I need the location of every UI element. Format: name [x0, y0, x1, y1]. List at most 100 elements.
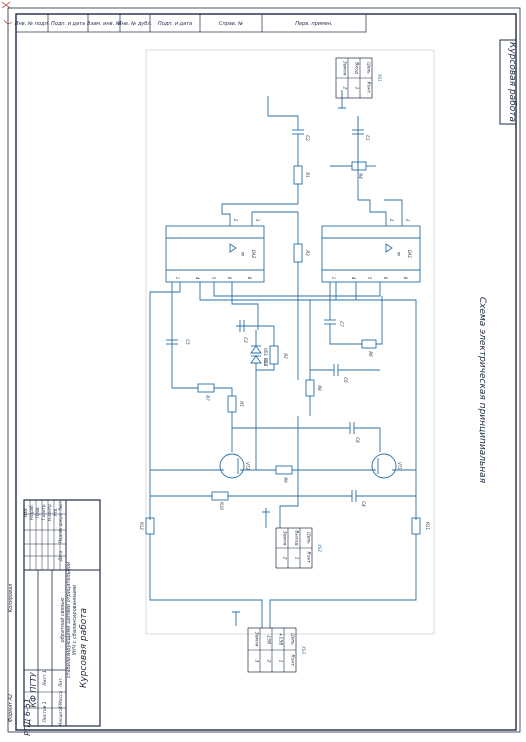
component-label: C5	[185, 339, 190, 345]
connector-cell: 3	[254, 660, 260, 663]
component-label: C7	[339, 321, 344, 327]
top-strip-cell: Подп. и дата	[158, 21, 192, 27]
connector-ref: XS2	[317, 543, 322, 552]
connector-cell: Цепь	[366, 62, 372, 74]
transistor-VT2-body	[219, 453, 245, 479]
opamp-triangle-icon	[385, 243, 393, 253]
format-label: Формат А2	[8, 694, 14, 722]
connector-cell: Конт.	[366, 82, 372, 95]
connector-cell: 1	[294, 557, 300, 560]
component-label: 8	[247, 277, 252, 280]
component-label: 5	[367, 277, 372, 280]
component-label: VD2	[263, 358, 268, 367]
component-label: 6	[227, 277, 232, 280]
component-label: DA1	[407, 250, 412, 258]
title-block-role: Утв.	[53, 508, 58, 516]
wire	[256, 364, 275, 371]
component-label: DA2	[251, 250, 256, 259]
title-block-role: Т.контр.	[41, 503, 46, 520]
subtitle-line: УНЧ с сбалансированными	[72, 584, 78, 655]
wire	[354, 427, 381, 452]
resistor-body	[227, 395, 237, 413]
title-block	[23, 499, 101, 727]
component-label: R8	[317, 385, 322, 391]
component-label: R13	[263, 358, 268, 366]
connector-cell: Вход	[354, 62, 360, 74]
outer-border	[7, 7, 521, 733]
connector-cell: Цепь	[290, 633, 296, 645]
resistor-body	[351, 161, 367, 171]
vertical-title-box	[499, 39, 517, 125]
title-block-roles: Изм.Разраб.Пров.Т.контр.Н.контр.Утв.	[23, 503, 58, 521]
schematic	[145, 90, 421, 628]
title-block-main-title: Курсовая работа	[79, 608, 89, 688]
resistor-body	[293, 243, 303, 263]
ground-icon	[338, 90, 346, 109]
connector-ref: XS3	[301, 645, 306, 654]
diode-icon	[250, 345, 262, 354]
wire	[329, 324, 362, 345]
wire	[171, 282, 198, 389]
title-block-role: Изм.	[23, 507, 28, 516]
component-label: 3	[405, 219, 410, 222]
component-label: R7	[205, 395, 210, 401]
chip-DA1-body	[321, 225, 421, 283]
top-strip-cell: Инв. № дубл.	[118, 21, 152, 27]
resistor-body	[145, 517, 155, 535]
wire	[149, 282, 181, 520]
vertical-title: Курсовая работа	[507, 42, 517, 122]
connector-cell: Цепь	[306, 532, 312, 544]
resistor-body	[197, 383, 215, 393]
title-block-designation: КФ ПГТУ	[29, 671, 38, 707]
component-label: 2	[389, 219, 394, 222]
wire	[251, 211, 298, 226]
connector-cell: +15В	[278, 633, 284, 646]
component-label: R12	[139, 522, 144, 530]
component-label: 2	[233, 219, 238, 222]
title-block-stage: Лит.	[58, 677, 64, 688]
resistor-body	[293, 165, 303, 185]
connector-cell: Земля	[342, 61, 348, 76]
component-label: R10	[219, 502, 224, 510]
diagram-field	[145, 49, 435, 635]
component-label: C8	[355, 437, 360, 443]
connector-cell: 1	[278, 660, 284, 663]
top-strip	[15, 13, 367, 33]
resistor-body	[305, 379, 315, 397]
component-label: 6	[383, 277, 388, 280]
component-label: R11	[425, 522, 430, 530]
title-block-sheet: Лист 1	[42, 670, 48, 687]
connector-cell: 2	[266, 660, 272, 663]
component-label: VT2	[245, 462, 250, 470]
component-label: R3	[305, 250, 310, 256]
component-label: 3	[255, 219, 260, 222]
inner-frame	[15, 13, 517, 731]
title-block-stage: Масса	[58, 691, 64, 706]
wire	[221, 203, 298, 226]
diode-icon	[250, 355, 262, 364]
wire	[358, 199, 387, 226]
title-block-column: Дата	[58, 550, 63, 562]
top-strip-cell: Справ. №	[219, 21, 243, 27]
title-block-stage: Масштаб	[58, 705, 64, 727]
chip-infinity-symbol: ∞	[395, 252, 402, 257]
top-strip-cell: Инв. № подл.	[15, 21, 50, 27]
diagram-title: Схема электрическая принципиальная	[477, 297, 487, 484]
resistor-body	[211, 491, 229, 501]
resistor-body	[275, 465, 293, 475]
corner-mark	[1, 1, 13, 24]
chip-DA2-body	[165, 225, 265, 283]
resistor-body	[361, 339, 377, 349]
connector-cell: Конт.	[290, 655, 296, 668]
component-label: 8	[403, 277, 408, 280]
resistor-body	[269, 345, 279, 365]
title-block-role: Пров.	[35, 506, 40, 518]
component-label: R4	[358, 173, 363, 179]
title-block-column: Подп.	[58, 531, 63, 543]
title-block-role: Н.контр.	[47, 503, 52, 521]
wire	[384, 199, 403, 226]
title-block-role: Разраб.	[29, 504, 34, 520]
wire	[376, 296, 383, 345]
wire	[149, 534, 263, 628]
